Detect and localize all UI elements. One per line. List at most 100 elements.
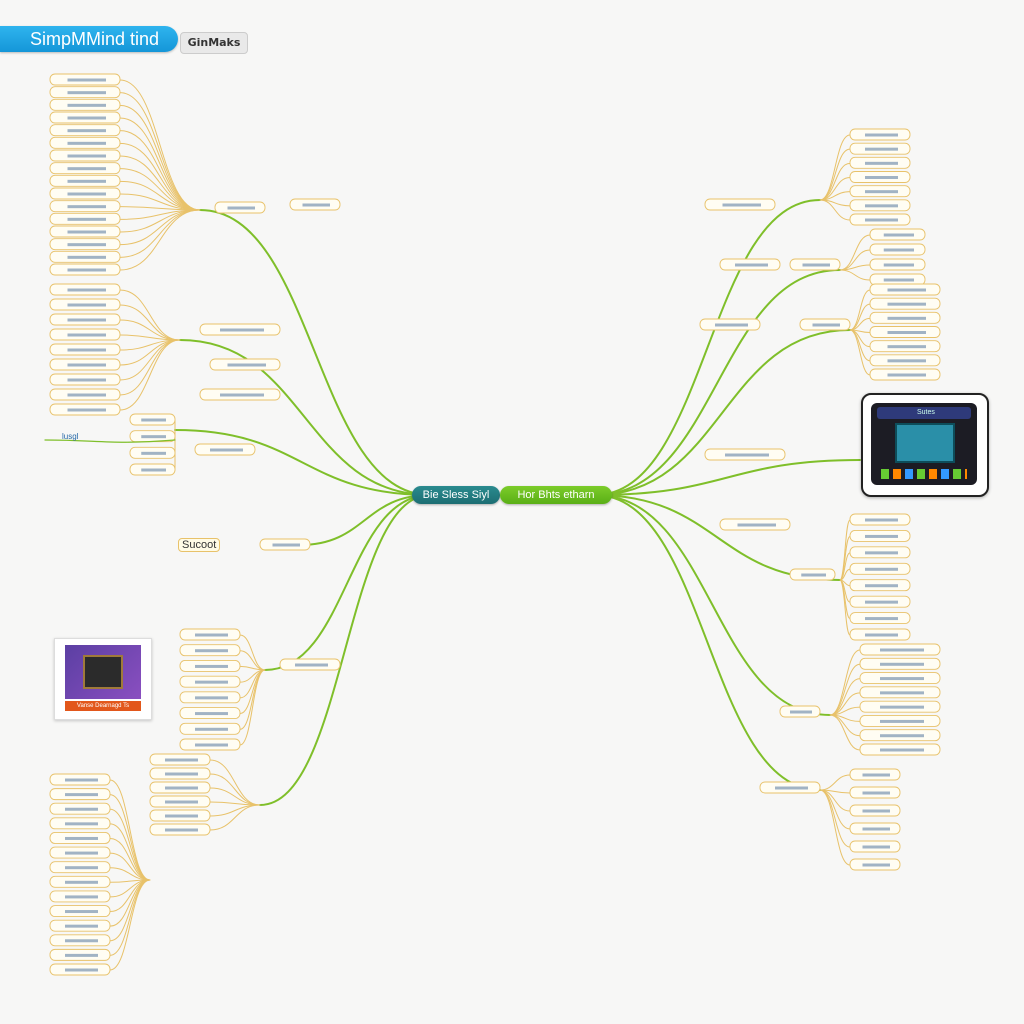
- main-branch-right: [594, 494, 821, 791]
- leaf-text-placeholder: [65, 807, 98, 811]
- device-dock-icons: [881, 469, 967, 479]
- left-small-node[interactable]: Sucoot: [178, 538, 221, 552]
- sub-branch-left: [119, 209, 201, 258]
- sub-branch-left: [239, 634, 266, 671]
- leaf-text-placeholder: [865, 190, 898, 194]
- leaf-text-placeholder: [737, 523, 776, 527]
- leaf-text-placeholder: [67, 103, 106, 107]
- sub-branch-left: [119, 104, 201, 211]
- leaf-text-placeholder: [67, 408, 106, 412]
- sub-branch-right: [849, 329, 871, 376]
- leaf-text-placeholder: [725, 453, 769, 457]
- leaf-text-placeholder: [67, 167, 106, 171]
- leaf-text-placeholder: [735, 263, 768, 267]
- leaf-text-placeholder: [883, 278, 914, 282]
- leaf-text-placeholder: [141, 435, 166, 439]
- sub-branch-left: [119, 339, 181, 396]
- leaf-text-placeholder: [887, 288, 926, 292]
- sub-branch-left: [119, 142, 201, 211]
- leaf-text-placeholder: [880, 748, 924, 752]
- leaf-text-placeholder: [141, 468, 166, 472]
- left-tag-label[interactable]: lusgl: [62, 432, 79, 441]
- main-branch-right: [594, 329, 851, 496]
- leaf-text-placeholder: [65, 851, 98, 855]
- sub-branch-right: [839, 269, 871, 281]
- device-screen: Sutes: [871, 403, 977, 485]
- main-branch-left: [174, 429, 431, 496]
- leaf-text-placeholder: [865, 204, 898, 208]
- leaf-text-placeholder: [887, 302, 926, 306]
- sub-branch-left: [109, 879, 151, 913]
- leaf-text-placeholder: [880, 691, 924, 695]
- leaf-text-placeholder: [790, 710, 812, 714]
- sub-branch-right: [839, 519, 851, 581]
- app-title: SimpMMind tind: [30, 29, 160, 49]
- leaf-text-placeholder: [220, 328, 264, 332]
- leaf-text-placeholder: [195, 712, 228, 716]
- leaf-text-placeholder: [65, 836, 98, 840]
- leaf-text-placeholder: [67, 141, 106, 145]
- leaf-text-placeholder: [165, 814, 198, 818]
- sub-branch-right: [819, 199, 851, 221]
- leaf-text-placeholder: [812, 323, 840, 327]
- leaf-text-placeholder: [865, 551, 898, 555]
- sub-branch-left: [209, 773, 261, 806]
- sub-branch-left: [119, 79, 201, 211]
- leaf-text-placeholder: [141, 418, 166, 422]
- sub-branch-right: [839, 579, 851, 636]
- leaf-text-placeholder: [883, 233, 914, 237]
- leaf-text-placeholder: [302, 203, 330, 207]
- leaf-text-placeholder: [165, 786, 198, 790]
- leaf-text-placeholder: [862, 863, 890, 867]
- leaf-text-placeholder: [67, 230, 106, 234]
- sub-branch-right: [829, 663, 861, 716]
- leaf-text-placeholder: [65, 910, 98, 914]
- leaf-text-placeholder: [67, 192, 106, 196]
- leaf-text-placeholder: [65, 822, 98, 826]
- leaf-text-placeholder: [65, 924, 98, 928]
- sub-branch-right: [819, 148, 851, 201]
- leaf-text-placeholder: [715, 323, 748, 327]
- leaf-text-placeholder: [65, 778, 98, 782]
- sub-branch-left: [119, 289, 181, 341]
- leaf-text-placeholder: [887, 359, 926, 363]
- main-branch-left: [179, 339, 431, 496]
- leaf-text-placeholder: [295, 663, 328, 667]
- leaf-text-placeholder: [67, 129, 106, 133]
- leaf-text-placeholder: [865, 161, 898, 165]
- sub-branch-right: [849, 329, 871, 362]
- central-topic-left[interactable]: Bie Sless Siyl: [412, 486, 500, 504]
- leaf-text-placeholder: [865, 133, 898, 137]
- sub-branch-right: [849, 289, 871, 331]
- central-topic-right[interactable]: Hor Bhts etharn: [500, 486, 612, 504]
- leaf-text-placeholder: [67, 363, 106, 367]
- main-branch-right: [594, 199, 821, 496]
- sub-branch-right: [819, 774, 851, 791]
- leaf-text-placeholder: [865, 518, 898, 522]
- sub-branch-right: [839, 535, 851, 581]
- leaf-text-placeholder: [67, 333, 106, 337]
- leaf-text-placeholder: [865, 567, 898, 571]
- app-title-tab[interactable]: SimpMMind tind: [0, 26, 178, 52]
- main-branch-left: [199, 209, 431, 496]
- leaf-text-placeholder: [865, 176, 898, 179]
- leaf-text-placeholder: [67, 243, 106, 247]
- leaf-text-placeholder: [67, 217, 106, 221]
- leaf-text-placeholder: [67, 205, 106, 209]
- leaf-text-placeholder: [165, 800, 198, 804]
- main-branch-right: [594, 269, 841, 496]
- device-screenshot-image[interactable]: Sutes: [861, 393, 989, 497]
- leaf-text-placeholder: [141, 451, 166, 455]
- photo-image-card[interactable]: Vanse Dearnagd Ts: [54, 638, 152, 720]
- leaf-text-placeholder: [67, 78, 106, 82]
- leaf-text-placeholder: [220, 393, 264, 397]
- sub-branch-left: [119, 168, 201, 211]
- sub-branch-right: [829, 714, 861, 751]
- leaf-text-placeholder: [165, 758, 198, 762]
- app-badge: GinMaks: [180, 32, 248, 54]
- leaf-text-placeholder: [883, 263, 914, 267]
- leaf-text-placeholder: [67, 303, 106, 307]
- leaf-text-placeholder: [887, 331, 926, 334]
- leaf-text-placeholder: [195, 680, 228, 684]
